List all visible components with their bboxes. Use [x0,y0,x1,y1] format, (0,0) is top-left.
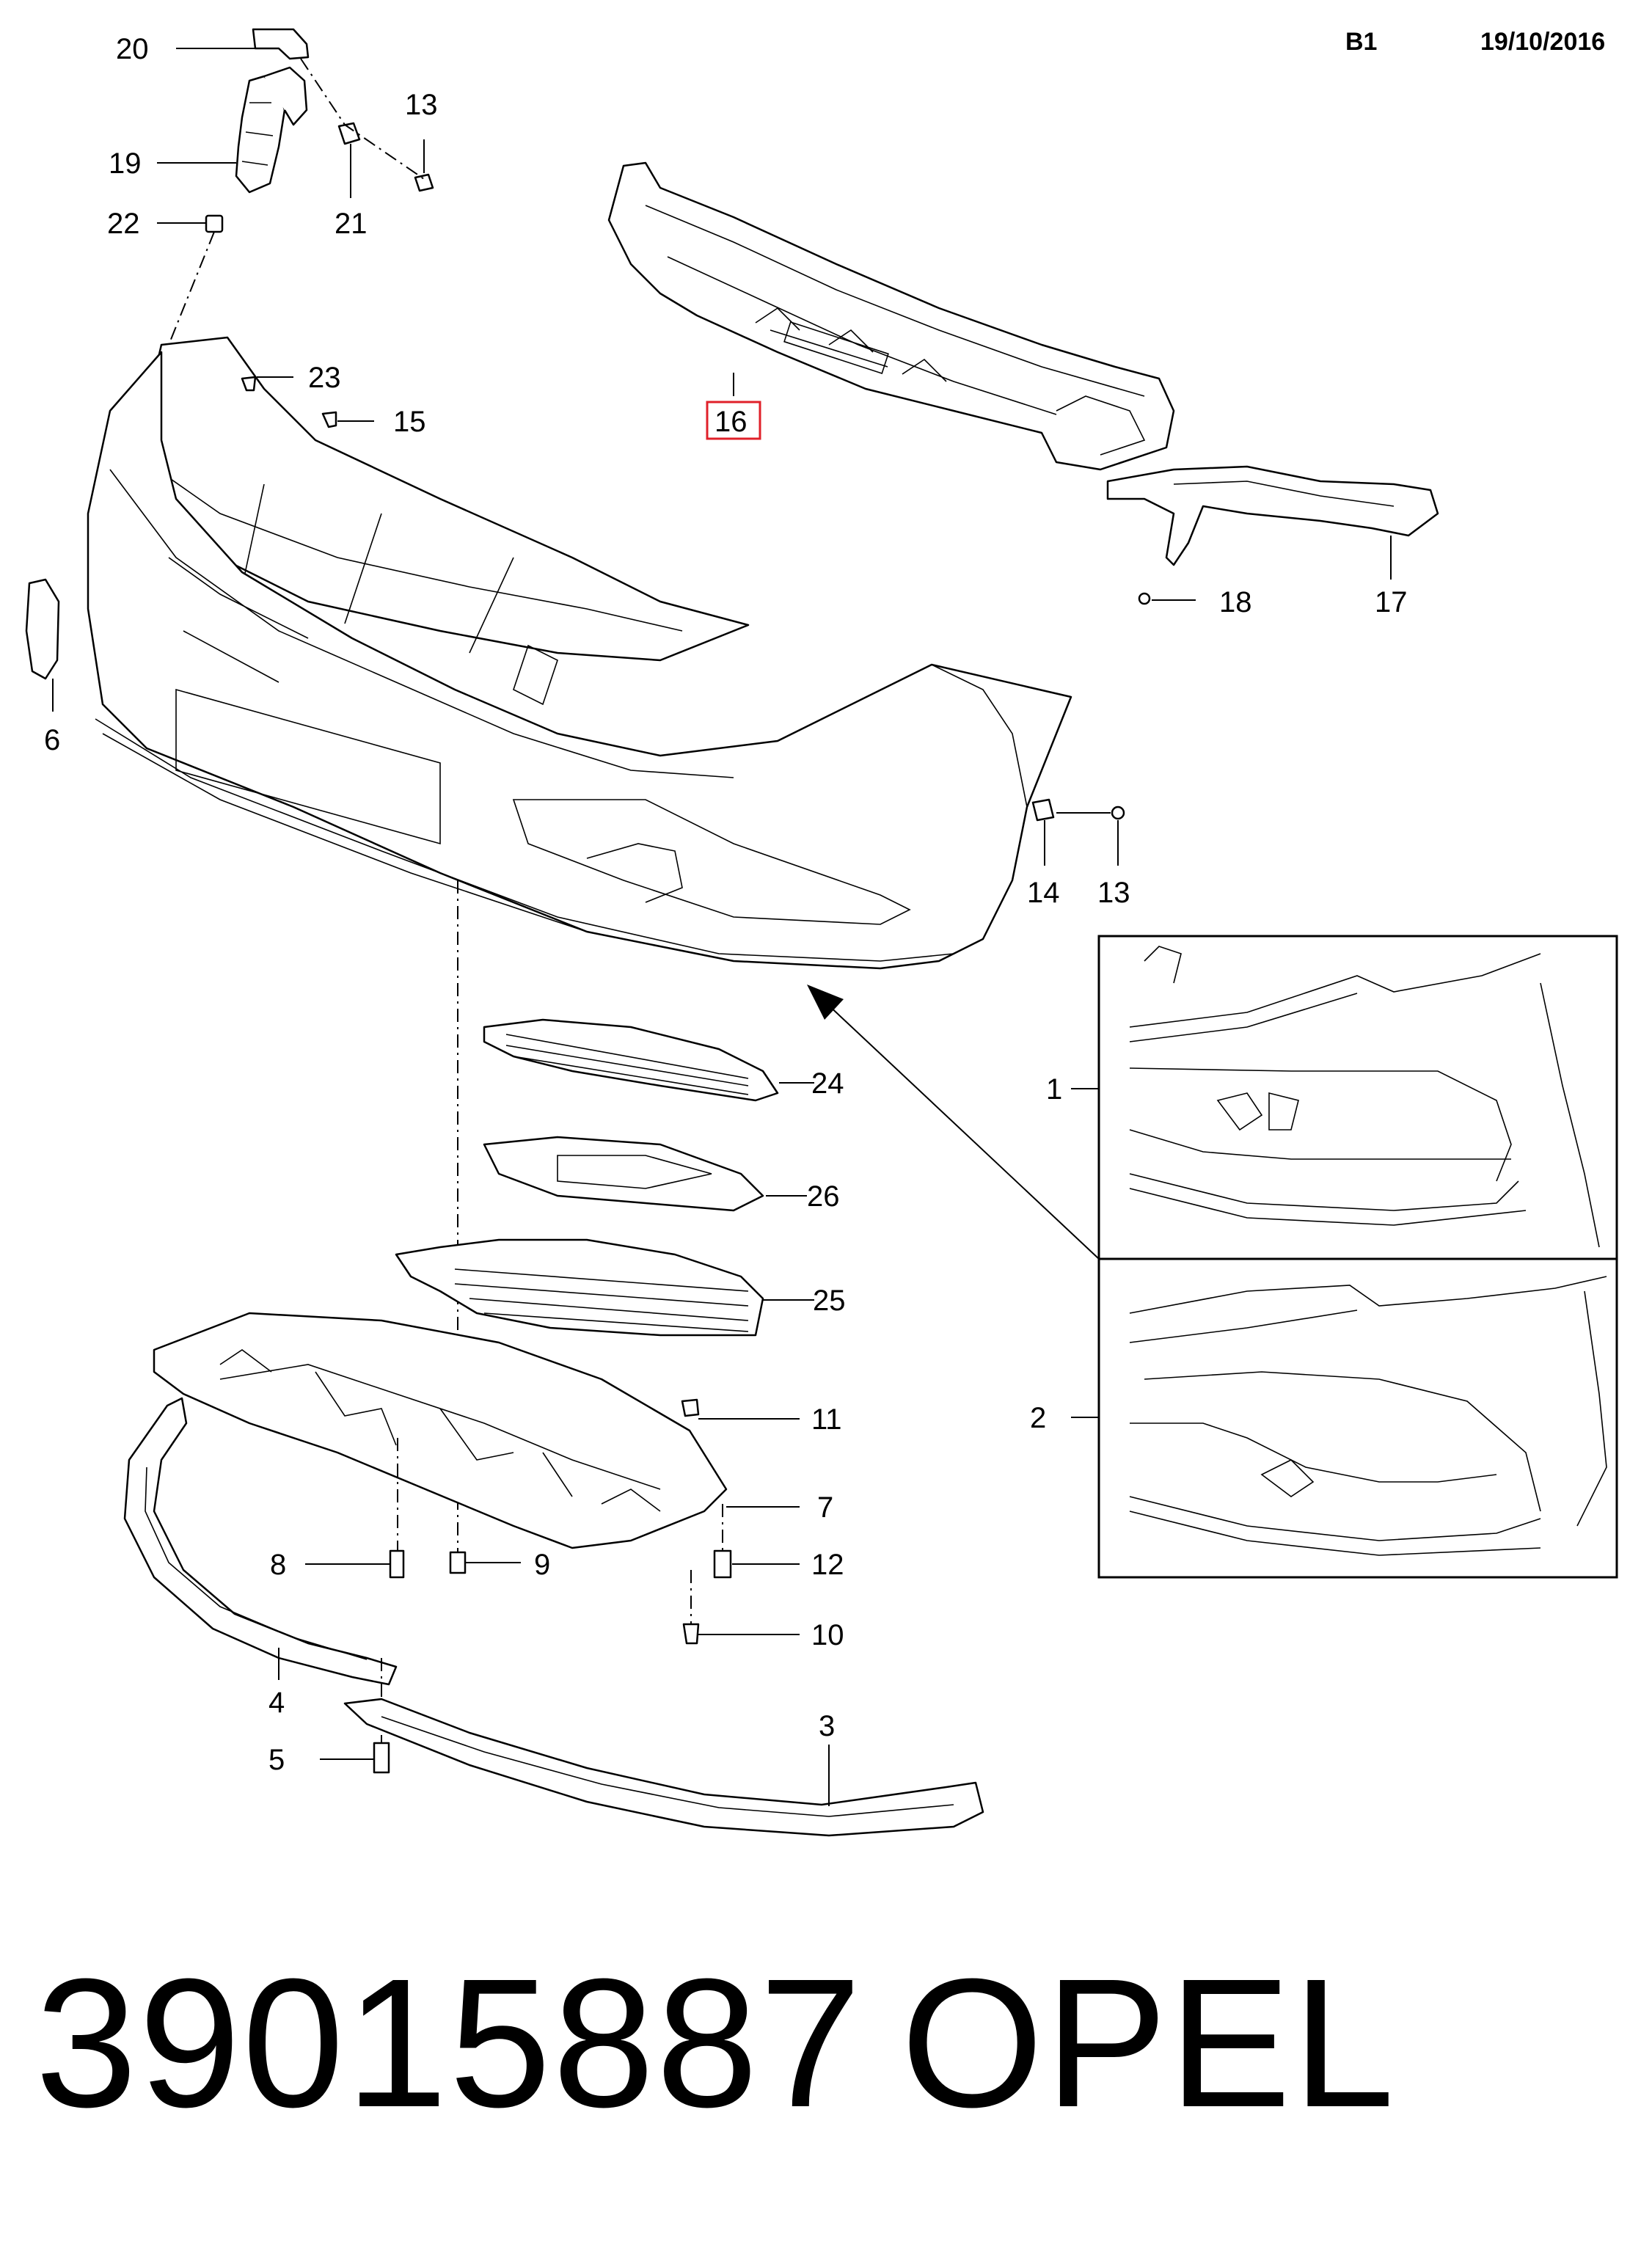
brand-name: OPEL [901,1940,1396,2145]
part-bolt-9 [449,1551,467,1574]
detail-pointer-line [814,991,1100,1260]
part-nut-11 [681,1398,700,1417]
detail-box-2 [1097,1257,1618,1579]
callout-11: 11 [811,1403,842,1436]
part-bracket-20-19 [205,28,310,233]
leader-dashed-19 [168,231,215,346]
callout-leaders [157,48,1392,1806]
part-cover-6 [25,578,60,680]
callout-4: 4 [268,1687,285,1719]
callout-8: 8 [270,1549,286,1581]
callout-23: 23 [308,362,341,394]
part-absorber-16 [607,161,1175,471]
callout-9: 9 [534,1549,550,1581]
part-trim-strip-3 [343,1698,984,1837]
callout-6: 6 [44,724,60,756]
part-bracket-17 [1106,465,1439,566]
part-nut-13-top [414,173,434,192]
callout-12: 12 [811,1549,844,1581]
part-screw-13-right [1111,806,1125,820]
callout-18: 18 [1219,586,1252,618]
leader-dashed-20 [300,58,425,180]
highlight-box-16 [706,401,761,440]
callout-16: 16 [714,406,748,438]
callout-22: 22 [107,208,140,240]
part-screw-15 [321,411,337,428]
callout-10: 10 [811,1619,844,1651]
part-number: 39015887 [35,1940,863,2145]
detail-pointer-arrow [807,985,844,1020]
part-screw-10 [682,1623,700,1645]
callout-13-top: 13 [405,89,438,121]
part-undertray-7 [153,1312,728,1549]
part-bolt-5 [373,1742,390,1774]
callout-14: 14 [1027,877,1060,909]
part-clip-23 [241,376,257,392]
callout-19: 19 [109,147,142,180]
part-clip-21 [337,122,361,145]
date-label: 19/10/2016 [1480,28,1605,56]
callout-15: 15 [393,406,426,438]
detail-box-1 [1097,935,1618,1260]
callout-21: 21 [335,208,368,240]
callout-2: 2 [1030,1402,1046,1434]
sheet-label: B1 [1345,28,1377,56]
part-nut-12 [713,1549,732,1579]
part-nut-14 [1031,798,1055,822]
part-bezel-26 [483,1136,764,1212]
callout-20: 20 [116,33,149,65]
part-grille-25 [395,1238,764,1337]
callout-26: 26 [807,1180,840,1213]
callout-24: 24 [811,1067,844,1100]
part-grille-24 [483,1018,779,1102]
callout-7: 7 [817,1491,833,1524]
callout-5: 5 [268,1744,285,1776]
part-bolt-8 [389,1549,405,1579]
callout-25: 25 [813,1285,846,1317]
callout-17: 17 [1375,586,1408,618]
part-bumper-cover [87,336,1072,970]
callout-3: 3 [819,1710,835,1742]
callout-labels: 20 13 19 22 21 23 15 16 18 17 6 14 13 1 … [44,33,1408,1776]
callout-13-right: 13 [1097,877,1130,909]
part-bolt-18 [1138,592,1151,605]
callout-1: 1 [1046,1073,1062,1106]
